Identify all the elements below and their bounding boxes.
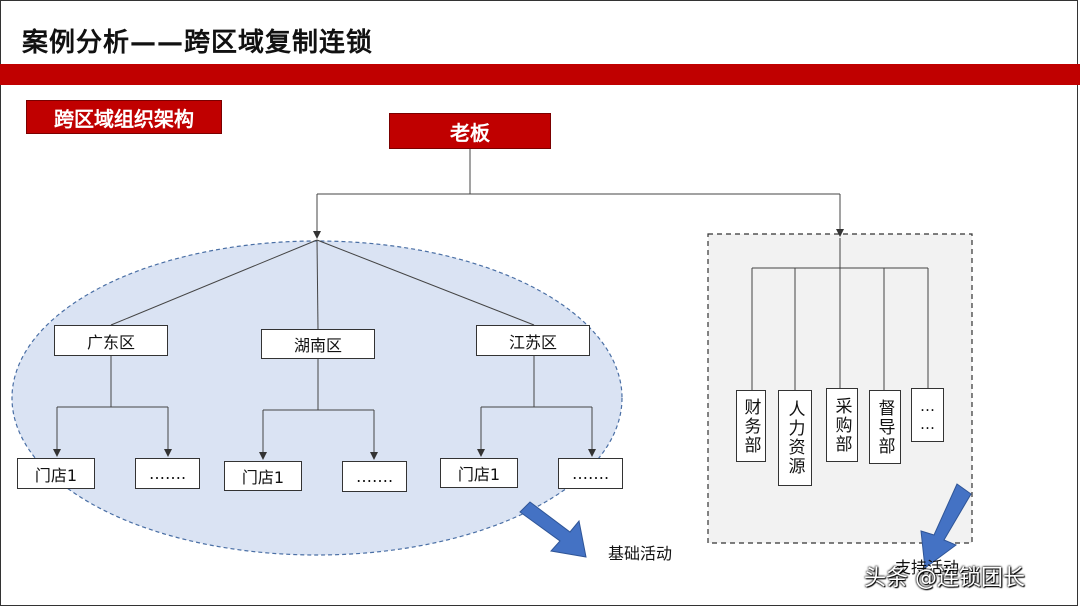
department-supervision: 督导部 <box>869 390 901 464</box>
department-finance: 财务部 <box>736 390 766 462</box>
support-activity-label: 支持活动 <box>895 558 960 577</box>
store-box: 门店1 <box>440 458 518 488</box>
boss-connectors <box>313 149 844 239</box>
store-box: 门店1 <box>224 461 302 491</box>
title-underline-bar <box>0 64 1080 85</box>
section-label: 跨区域组织架构 <box>26 100 222 134</box>
department-connectors <box>751 238 929 390</box>
department-purchasing: 采购部 <box>826 388 858 462</box>
department-more: … … <box>911 388 944 442</box>
region-box-guangdong: 广东区 <box>54 325 168 356</box>
boss-box: 老板 <box>389 113 551 149</box>
store-more-box: ……. <box>135 458 200 489</box>
store-more-box: ……. <box>558 458 623 489</box>
region-box-hunan: 湖南区 <box>261 329 375 359</box>
basic-activity-arrow <box>519 501 587 558</box>
slide-title: 案例分析——跨区域复制连锁 <box>22 28 374 58</box>
watermark: 头条 @连锁团长 <box>864 566 1025 591</box>
store-connectors <box>53 356 596 460</box>
basic-activity-label: 基础活动 <box>608 544 673 563</box>
store-more-box: ……. <box>342 461 407 492</box>
department-hr: 人力资源 <box>778 390 812 486</box>
region-spokes <box>110 239 535 330</box>
store-box: 门店1 <box>17 458 95 489</box>
support-activity-arrow <box>920 483 972 569</box>
region-box-jiangsu: 江苏区 <box>476 325 590 356</box>
